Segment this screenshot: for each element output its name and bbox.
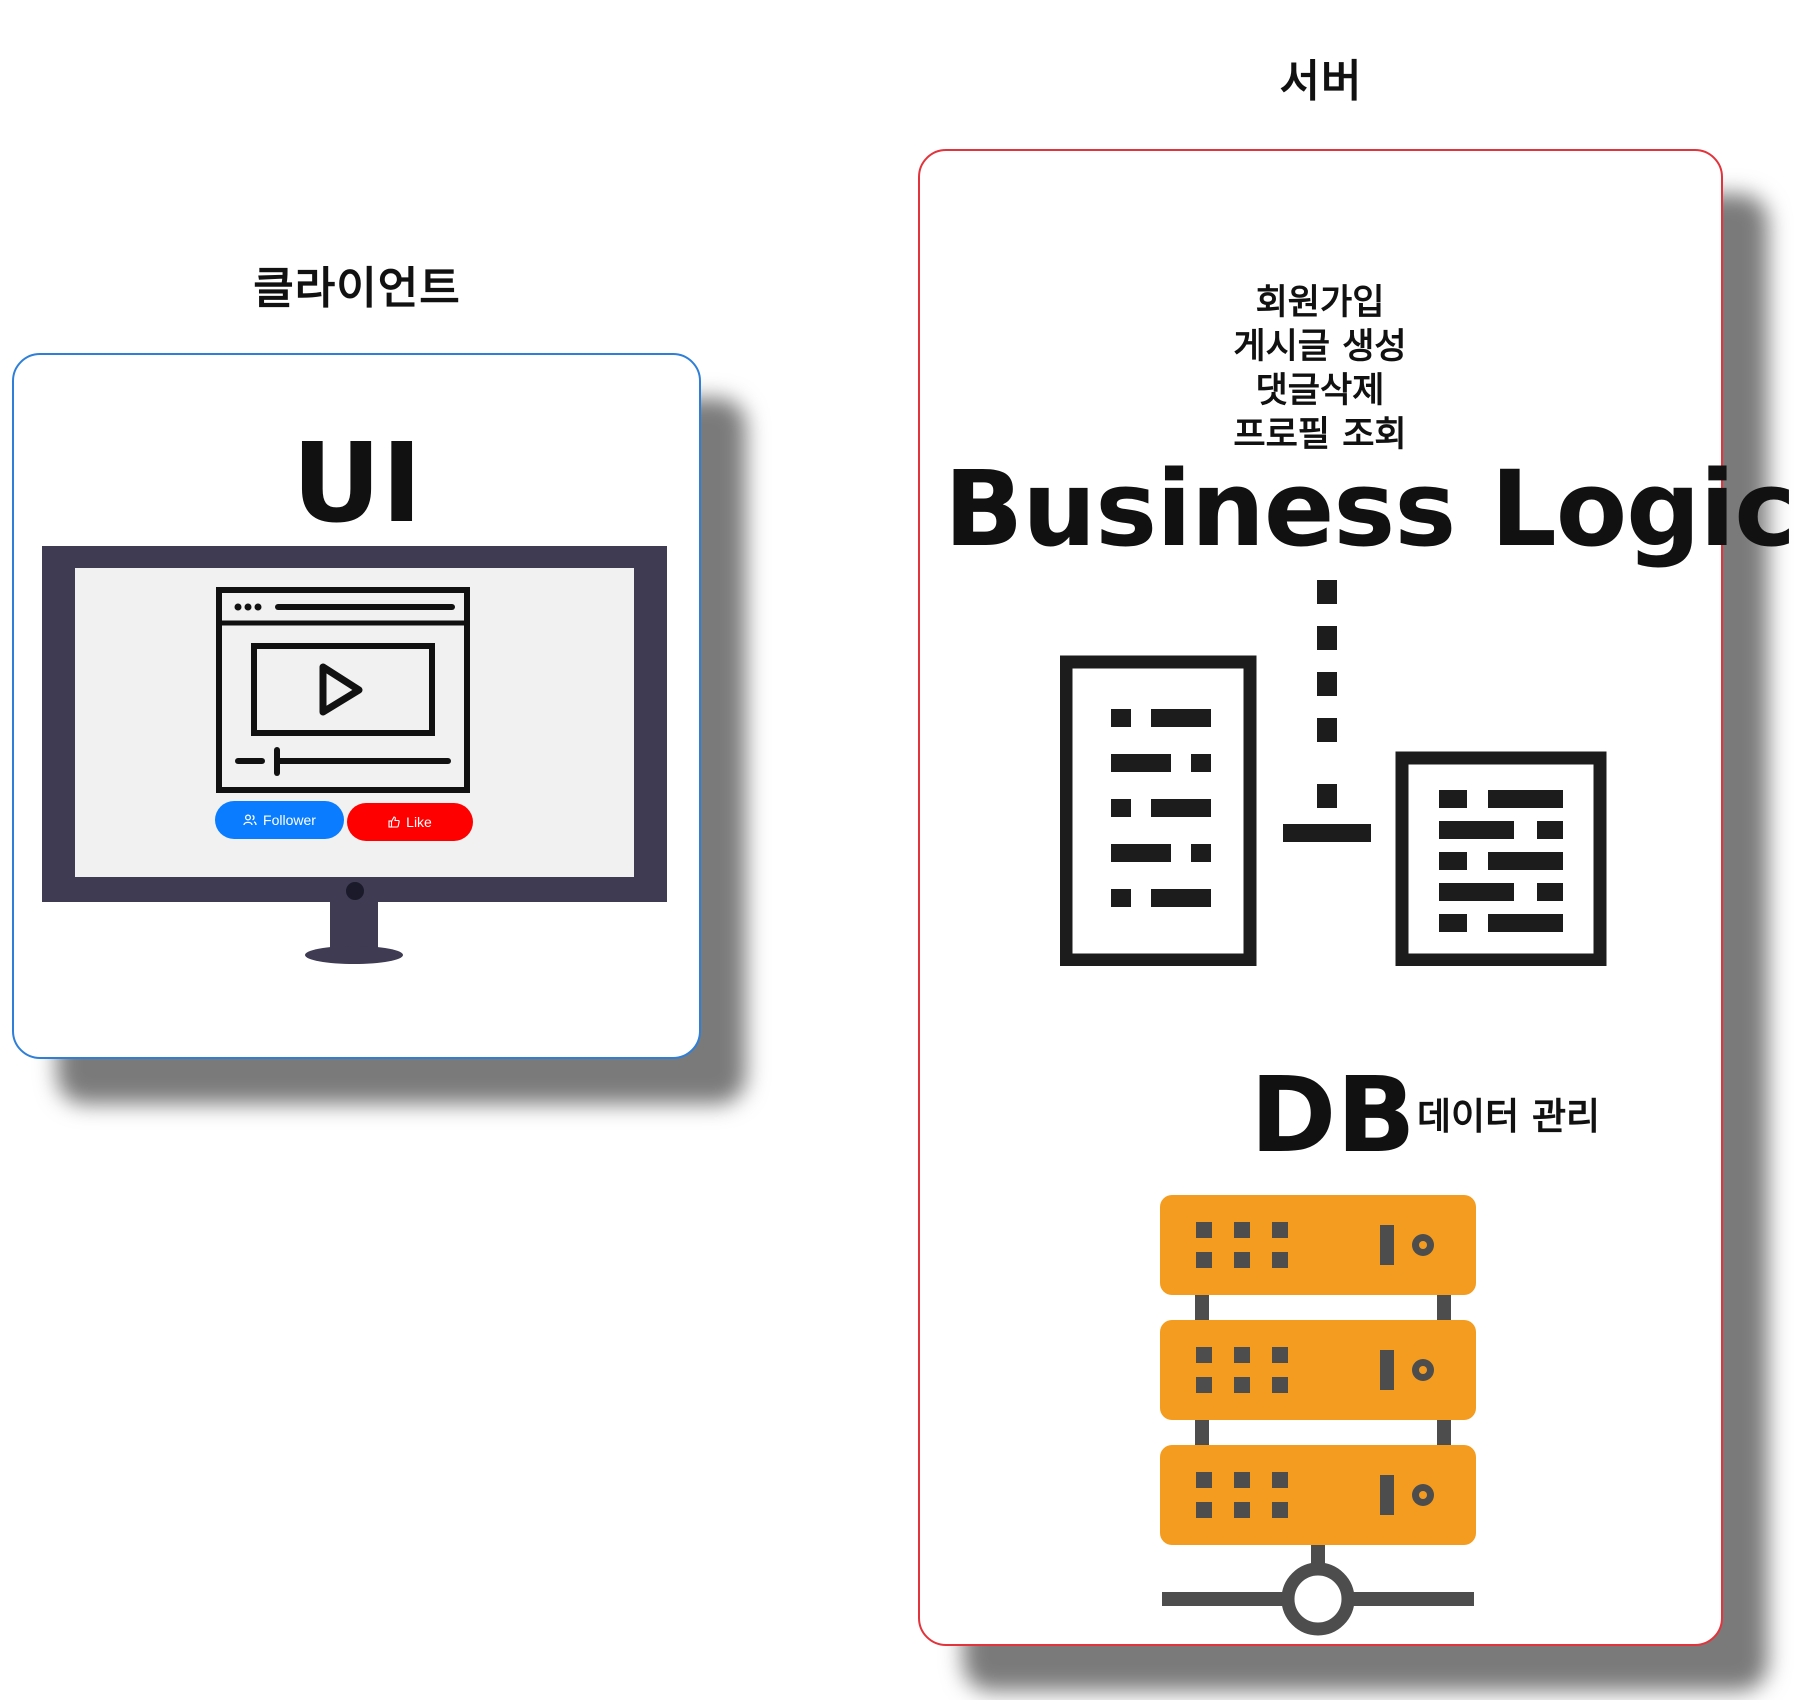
- server-unit: [1160, 1320, 1476, 1420]
- monitor-base: [305, 946, 403, 964]
- server-heading: 서버: [1279, 56, 1363, 107]
- server-unit: [1160, 1195, 1476, 1295]
- db-sub-label: 데이터 관리: [1417, 1095, 1601, 1138]
- users-icon: [243, 814, 257, 826]
- thumbs-up-icon: [388, 816, 400, 828]
- feature-item: 회원가입: [1255, 283, 1385, 323]
- monitor-neck: [330, 902, 378, 954]
- video-player-icon: [216, 587, 470, 793]
- client-heading: 클라이언트: [253, 263, 461, 314]
- monitor-camera: [346, 882, 364, 900]
- feature-item: 프로필 조회: [1233, 415, 1407, 455]
- follower-label: Follower: [263, 812, 316, 828]
- like-button[interactable]: Like: [347, 803, 473, 841]
- follower-button[interactable]: Follower: [215, 801, 344, 839]
- database-server-icon: [1160, 1195, 1476, 1636]
- feature-item: 게시글 생성: [1233, 327, 1407, 367]
- ui-label: UI: [291, 419, 423, 547]
- business-logic-icon: [1060, 580, 1607, 966]
- server-unit: [1160, 1445, 1476, 1545]
- feature-item: 댓글삭제: [1255, 371, 1385, 411]
- feature-list: 회원가입 게시글 생성 댓글삭제 프로필 조회: [1120, 281, 1520, 457]
- business-logic-label: Business Logic: [944, 448, 1796, 570]
- like-label: Like: [406, 814, 432, 830]
- db-label: DB: [1250, 1054, 1416, 1176]
